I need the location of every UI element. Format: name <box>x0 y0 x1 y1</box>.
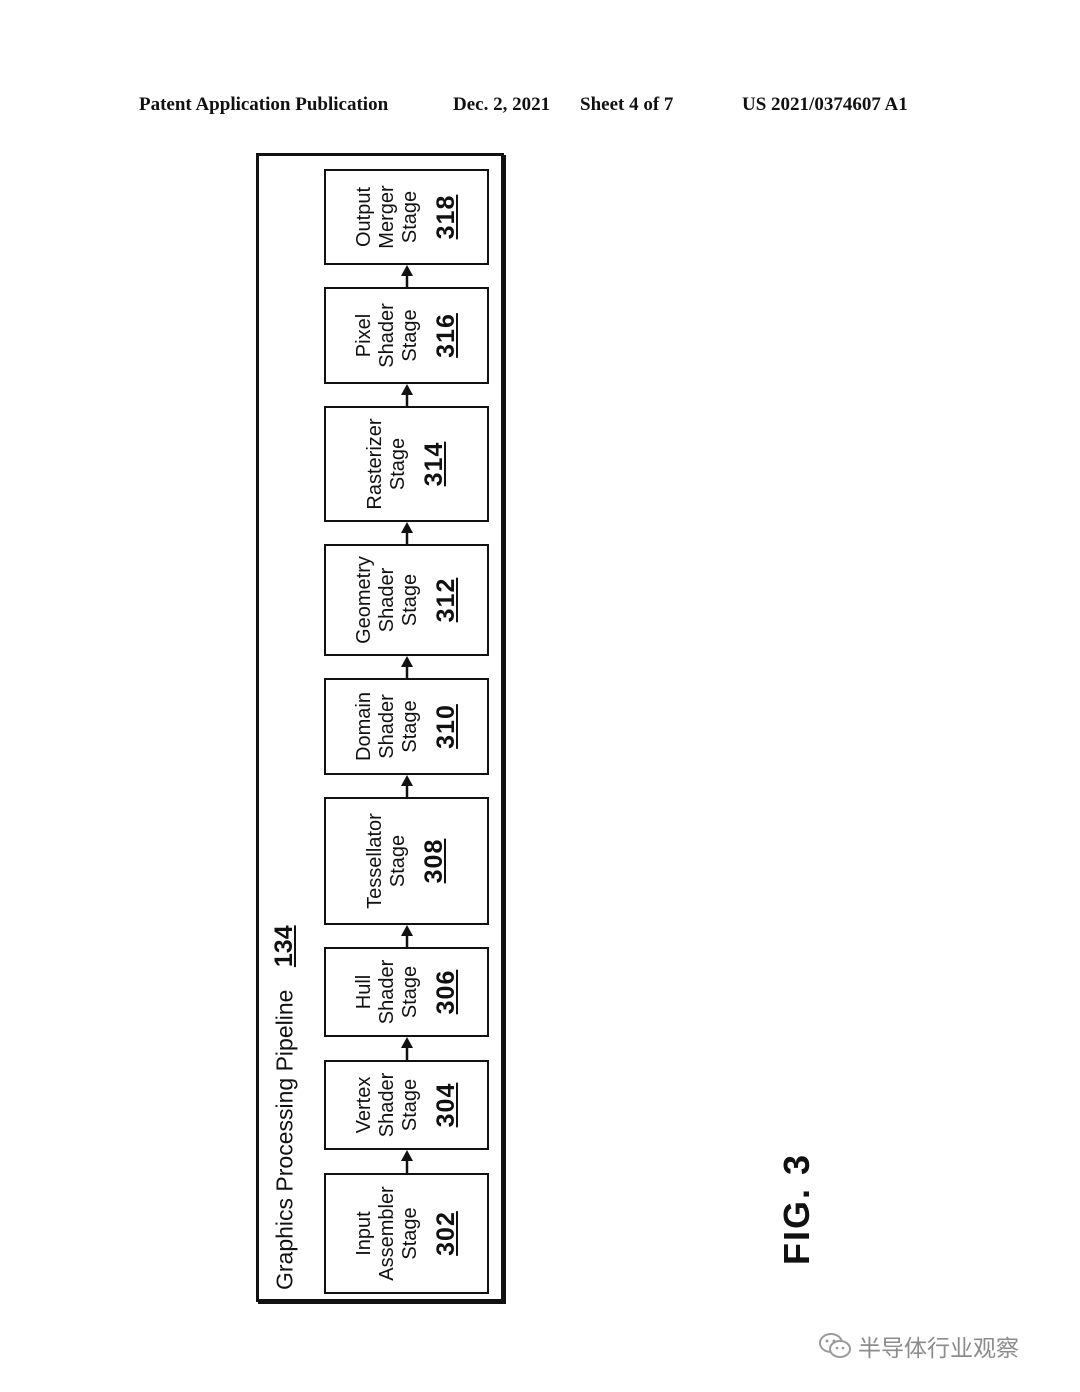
stage-label: Geometry Shader Stage <box>352 556 421 644</box>
stage-ref: 308 <box>420 838 448 884</box>
flow-arrow <box>401 775 413 797</box>
stage-ref: 310 <box>431 704 460 749</box>
pipeline-frame <box>256 153 504 1302</box>
stage-label: Hull Shader Stage <box>352 959 421 1025</box>
pipeline-title-block: Graphics Processing Pipeline 134 <box>270 880 320 1290</box>
stage-label: Tessellator Stage <box>364 813 409 909</box>
stage-label: Rasterizer Stage <box>364 418 409 510</box>
stage-box: Output Merger Stage 318 <box>324 169 489 265</box>
stage-ref: 316 <box>431 313 460 358</box>
flow-arrow <box>401 1150 413 1173</box>
stage-label: Vertex Shader Stage <box>352 1072 421 1138</box>
watermark-text: 半导体行业观察 <box>858 1335 1019 1361</box>
flow-arrow <box>401 1037 413 1060</box>
stage-box: Rasterizer Stage 314 <box>324 406 489 522</box>
stage-label: Input Assembler Stage <box>352 1186 421 1281</box>
patent-number: US 2021/0374607 A1 <box>742 94 908 115</box>
stage-ref: 304 <box>431 1082 460 1128</box>
figure-label-block: FIG. 3 <box>772 1152 822 1265</box>
stage-box: Hull Shader Stage 306 <box>324 947 489 1037</box>
wechat-icon <box>819 1333 851 1358</box>
flow-arrow <box>401 522 413 544</box>
publication-title: Patent Application Publication <box>139 94 389 115</box>
flow-arrow <box>401 265 413 287</box>
flow-arrow <box>401 384 413 406</box>
stage-box: Geometry Shader Stage 312 <box>324 544 489 656</box>
stage-ref: 318 <box>431 194 460 240</box>
stage-ref: 312 <box>431 577 460 623</box>
publication-date: Dec. 2, 2021 <box>453 94 551 115</box>
page-header: Patent Application Publication Dec. 2, 2… <box>0 94 1080 124</box>
pipeline-title: Graphics Processing Pipeline <box>271 989 298 1290</box>
stage-label: Pixel Shader Stage <box>352 303 421 368</box>
stage-box: Input Assembler Stage 302 <box>324 1173 489 1294</box>
stage-box: Tessellator Stage 308 <box>324 797 489 925</box>
stage-label: Output Merger Stage <box>352 185 421 249</box>
stage-box: Domain Shader Stage 310 <box>324 678 489 775</box>
watermark: 半导体行业观察 <box>818 1328 1019 1364</box>
stage-box: Pixel Shader Stage 316 <box>324 287 489 384</box>
flow-arrow <box>401 925 413 947</box>
stage-ref: 314 <box>420 441 448 487</box>
pipeline-ref: 134 <box>270 925 298 968</box>
figure-label: FIG. 3 <box>776 1152 817 1265</box>
stage-ref: 306 <box>431 969 460 1015</box>
sheet-number: Sheet 4 of 7 <box>580 94 674 115</box>
stage-label: Domain Shader Stage <box>352 692 421 761</box>
flow-arrow <box>401 656 413 678</box>
stage-ref: 302 <box>431 1211 460 1256</box>
stage-box: Vertex Shader Stage 304 <box>324 1060 489 1150</box>
